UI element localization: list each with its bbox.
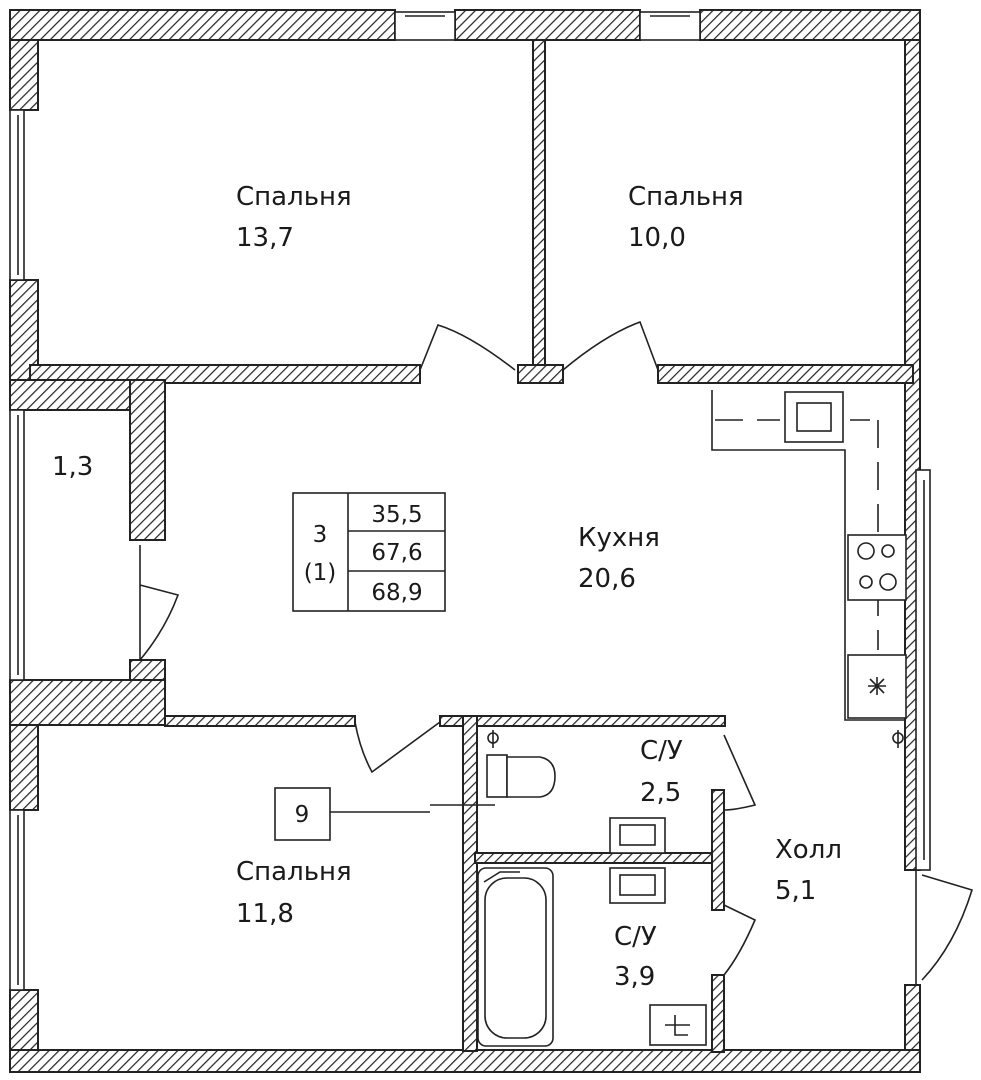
- room-labels: Спальня 13,7 Спальня 10,0 1,3 Кухня 20,6…: [52, 182, 842, 992]
- bedroom-1-area: 13,7: [236, 223, 294, 253]
- bathroom-2-name: С/У: [614, 922, 657, 952]
- bedroom-1-name: Спальня: [236, 182, 352, 212]
- total-area: 67,6: [371, 540, 422, 566]
- marker-number: 9: [295, 802, 310, 828]
- interior-walls: [9, 39, 914, 1053]
- hall-name: Холл: [775, 835, 842, 865]
- kitchen-name: Кухня: [578, 523, 660, 553]
- bedroom-3-name: Спальня: [236, 857, 352, 887]
- hall-hook-icon: [892, 730, 904, 748]
- bathroom-2-area: 3,9: [614, 962, 655, 992]
- room-marker: 9: [274, 787, 430, 841]
- toilet-icon: [486, 754, 556, 798]
- kitchen-area: 20,6: [578, 564, 636, 594]
- bathroom-1-area: 2,5: [640, 778, 681, 808]
- sink-icon: [609, 817, 666, 904]
- bathtub-icon: [477, 867, 554, 1047]
- washer-icon: [649, 1004, 707, 1046]
- outer-walls: [9, 9, 931, 1073]
- rooms-sub: (1): [304, 560, 337, 586]
- bathroom-fixtures: [430, 730, 707, 1047]
- rooms-count: 3: [313, 522, 328, 548]
- kitchen-counter: [711, 390, 907, 748]
- doors: [139, 320, 974, 985]
- info-table: 3 (1) 35,5 67,6 68,9: [292, 492, 446, 612]
- balcony-area: 1,3: [52, 452, 93, 482]
- fridge-icon: [868, 677, 886, 695]
- bedroom-2-name: Спальня: [628, 182, 744, 212]
- bedroom-2-area: 10,0: [628, 223, 686, 253]
- bathroom-1-name: С/У: [640, 736, 683, 766]
- bedroom-3-area: 11,8: [236, 899, 294, 929]
- riser-icon: [483, 730, 520, 883]
- living-area: 35,5: [371, 502, 422, 528]
- total-with-balcony: 68,9: [371, 580, 422, 606]
- hall-area: 5,1: [775, 876, 816, 906]
